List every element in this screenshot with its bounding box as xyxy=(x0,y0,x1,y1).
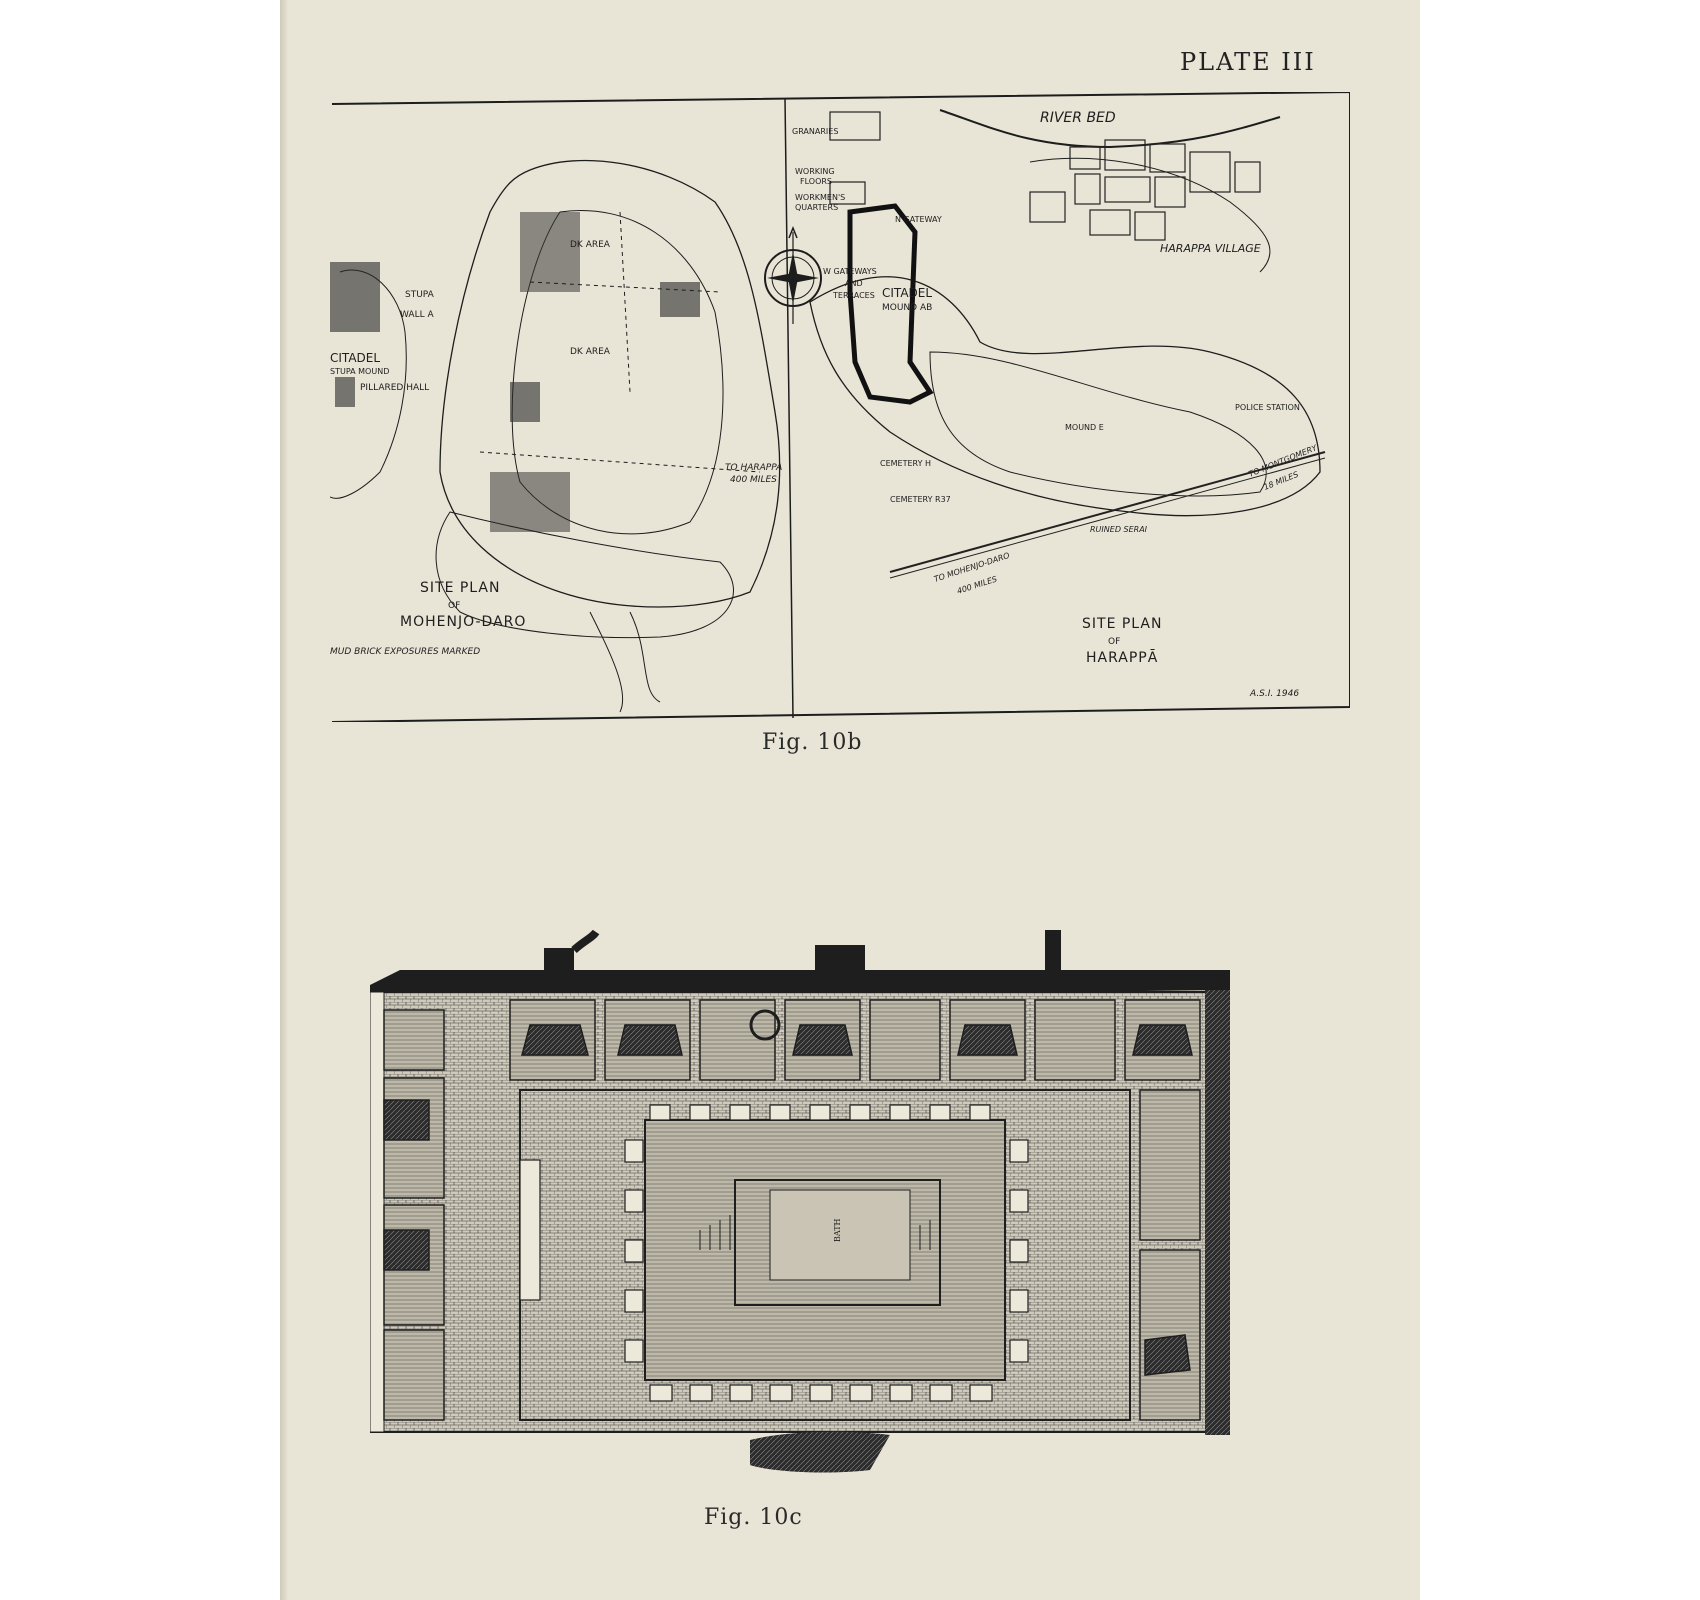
figure-caption-10b: Fig. 10b xyxy=(762,730,863,755)
label-citadel-mound: MOUND AB xyxy=(882,303,932,313)
bath-label: BATH xyxy=(833,1218,842,1242)
label-w-gateways-1: W GATEWAYS xyxy=(823,267,877,276)
label-citadel-mohenjo: CITADEL xyxy=(330,351,380,365)
harappa-title-2: OF xyxy=(1108,637,1120,647)
mohenjo-daro-map xyxy=(330,159,781,713)
label-working-floors-2: FLOORS xyxy=(800,177,832,186)
page-edge xyxy=(280,0,288,1600)
label-w-gateways-3: TERRACES xyxy=(832,291,875,300)
harappa-credit: A.S.I. 1946 xyxy=(1249,689,1299,699)
label-to-mohenjo-2: 400 MILES xyxy=(956,574,998,595)
label-granaries: GRANARIES xyxy=(792,127,838,136)
mohenjo-title-1: SITE PLAN xyxy=(420,580,500,596)
label-dk-area-2: DK AREA xyxy=(570,347,611,357)
label-to-harappa-1: TO HARAPPA xyxy=(725,463,782,473)
label-w-gateways-2: AND xyxy=(845,279,863,288)
label-pillared-hall: PILLARED HALL xyxy=(360,383,429,393)
compass-rose-icon xyxy=(764,225,822,324)
label-mound-e: MOUND E xyxy=(1065,423,1104,432)
label-stupa-mound: STUPA MOUND xyxy=(330,367,389,376)
label-police-station: POLICE STATION xyxy=(1235,403,1300,412)
label-to-harappa-2: 400 MILES xyxy=(730,475,777,485)
label-wall: WALL A xyxy=(400,310,434,320)
label-river-bed: RIVER BED xyxy=(1040,110,1116,126)
figure-caption-10c: Fig. 10c xyxy=(704,1505,803,1530)
label-cemetery-r37: CEMETERY R37 xyxy=(890,495,951,504)
plate-label: PLATE III xyxy=(1180,48,1316,76)
label-dk-area-1: DK AREA xyxy=(570,240,611,250)
harappa-map xyxy=(809,109,1326,579)
site-plan-figure: DK AREA DK AREA STUPA WALL A CITADEL STU… xyxy=(330,92,1350,722)
label-to-montgomery-1: TO MONTGOMERY xyxy=(1247,443,1319,479)
label-citadel-harappa: CITADEL xyxy=(882,286,932,300)
label-n-gateway: N GATEWAY xyxy=(895,215,942,224)
label-stupa: STUPA xyxy=(405,290,435,300)
label-workmens-quarters-1: WORKMEN'S xyxy=(795,193,845,202)
mohenjo-title-3: MOHENJO-DARO xyxy=(400,614,526,630)
harappa-title-1: SITE PLAN xyxy=(1082,616,1162,632)
harappa-title-3: HARAPPĀ xyxy=(1086,649,1158,666)
label-to-montgomery-2: 18 MILES xyxy=(1262,470,1299,492)
label-harappa-village: HARAPPA VILLAGE xyxy=(1160,242,1261,255)
mohenjo-note: MUD BRICK EXPOSURES MARKED xyxy=(330,647,480,657)
label-workmens-quarters-2: QUARTERS xyxy=(795,203,838,212)
label-cemetery-h: CEMETERY H xyxy=(880,459,931,468)
label-working-floors-1: WORKING xyxy=(795,167,835,176)
label-ruined-serai: RUINED SERAI xyxy=(1090,525,1148,534)
great-bath-drawing: BATH xyxy=(370,930,1230,1473)
mohenjo-title-2: OF xyxy=(448,601,460,611)
